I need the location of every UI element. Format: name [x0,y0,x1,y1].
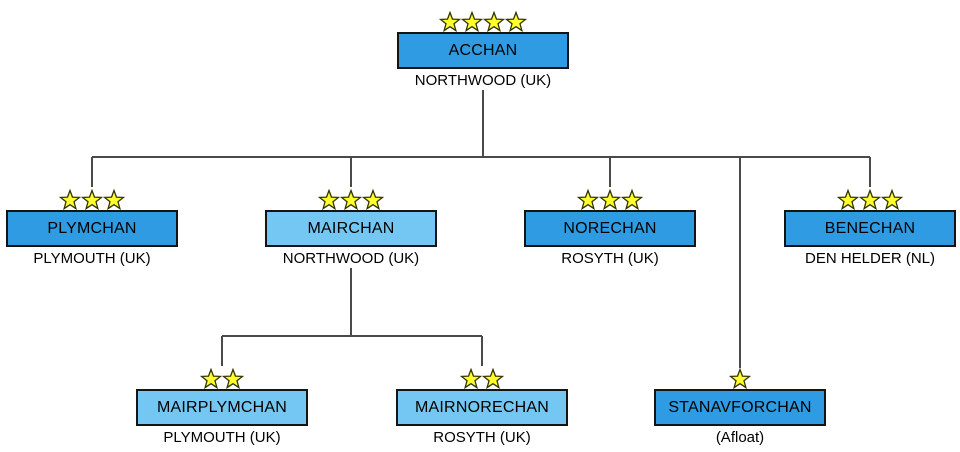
rank-star-icon [505,11,527,33]
org-node-norechan: NORECHAN ROSYTH (UK) [524,186,696,267]
org-box-location-norechan: ROSYTH (UK) [561,250,659,267]
rank-stars-mairplymchan [200,365,244,390]
org-node-plymchan: PLYMCHAN PLYMOUTH (UK) [6,186,178,267]
org-box-location-stanavforchan: (Afloat) [715,429,765,446]
rank-star-icon [222,368,244,390]
rank-star-icon [881,189,903,211]
org-node-mairchan: MAIRCHAN NORTHWOOD (UK) [265,186,437,267]
rank-stars-norechan [577,186,643,211]
org-box-location-acchan: NORTHWOOD (UK) [414,72,552,89]
rank-star-icon [200,368,222,390]
rank-star-icon [599,189,621,211]
org-box-location-plymchan: PLYMOUTH (UK) [33,250,151,267]
org-node-mairnorechan: MAIRNORECHAN ROSYTH (UK) [396,365,568,446]
org-box-mairnorechan: MAIRNORECHAN [396,389,568,426]
org-box-norechan: NORECHAN [524,210,696,247]
rank-stars-plymchan [59,186,125,211]
rank-star-icon [439,11,461,33]
org-box-location-mairplymchan: PLYMOUTH (UK) [163,429,281,446]
org-box-location-mairchan: NORTHWOOD (UK) [282,250,420,267]
rank-star-icon [577,189,599,211]
rank-star-icon [59,189,81,211]
org-node-benechan: BENECHAN DEN HELDER (NL) [784,186,956,267]
rank-star-icon [362,189,384,211]
rank-star-icon [460,368,482,390]
rank-star-icon [483,11,505,33]
org-box-location-mairnorechan: ROSYTH (UK) [433,429,531,446]
org-node-mairplymchan: MAIRPLYMCHAN PLYMOUTH (UK) [136,365,308,446]
org-box-plymchan: PLYMCHAN [6,210,178,247]
org-box-mairchan: MAIRCHAN [265,210,437,247]
rank-star-icon [461,11,483,33]
rank-star-icon [482,368,504,390]
rank-star-icon [318,189,340,211]
org-node-stanavforchan: STANAVFORCHAN (Afloat) [654,365,826,446]
rank-star-icon [621,189,643,211]
org-box-location-benechan: DEN HELDER (NL) [804,250,936,267]
org-box-acchan: ACCHAN [397,32,569,69]
rank-stars-benechan [837,186,903,211]
rank-stars-acchan [439,8,527,33]
org-box-benechan: BENECHAN [784,210,956,247]
rank-star-icon [837,189,859,211]
rank-stars-mairnorechan [460,365,504,390]
org-node-acchan: ACCHAN NORTHWOOD (UK) [397,8,569,89]
rank-star-icon [103,189,125,211]
rank-star-icon [81,189,103,211]
rank-star-icon [340,189,362,211]
org-box-mairplymchan: MAIRPLYMCHAN [136,389,308,426]
rank-stars-stanavforchan [729,365,751,390]
rank-star-icon [729,368,751,390]
org-box-stanavforchan: STANAVFORCHAN [654,389,826,426]
rank-stars-mairchan [318,186,384,211]
rank-star-icon [859,189,881,211]
